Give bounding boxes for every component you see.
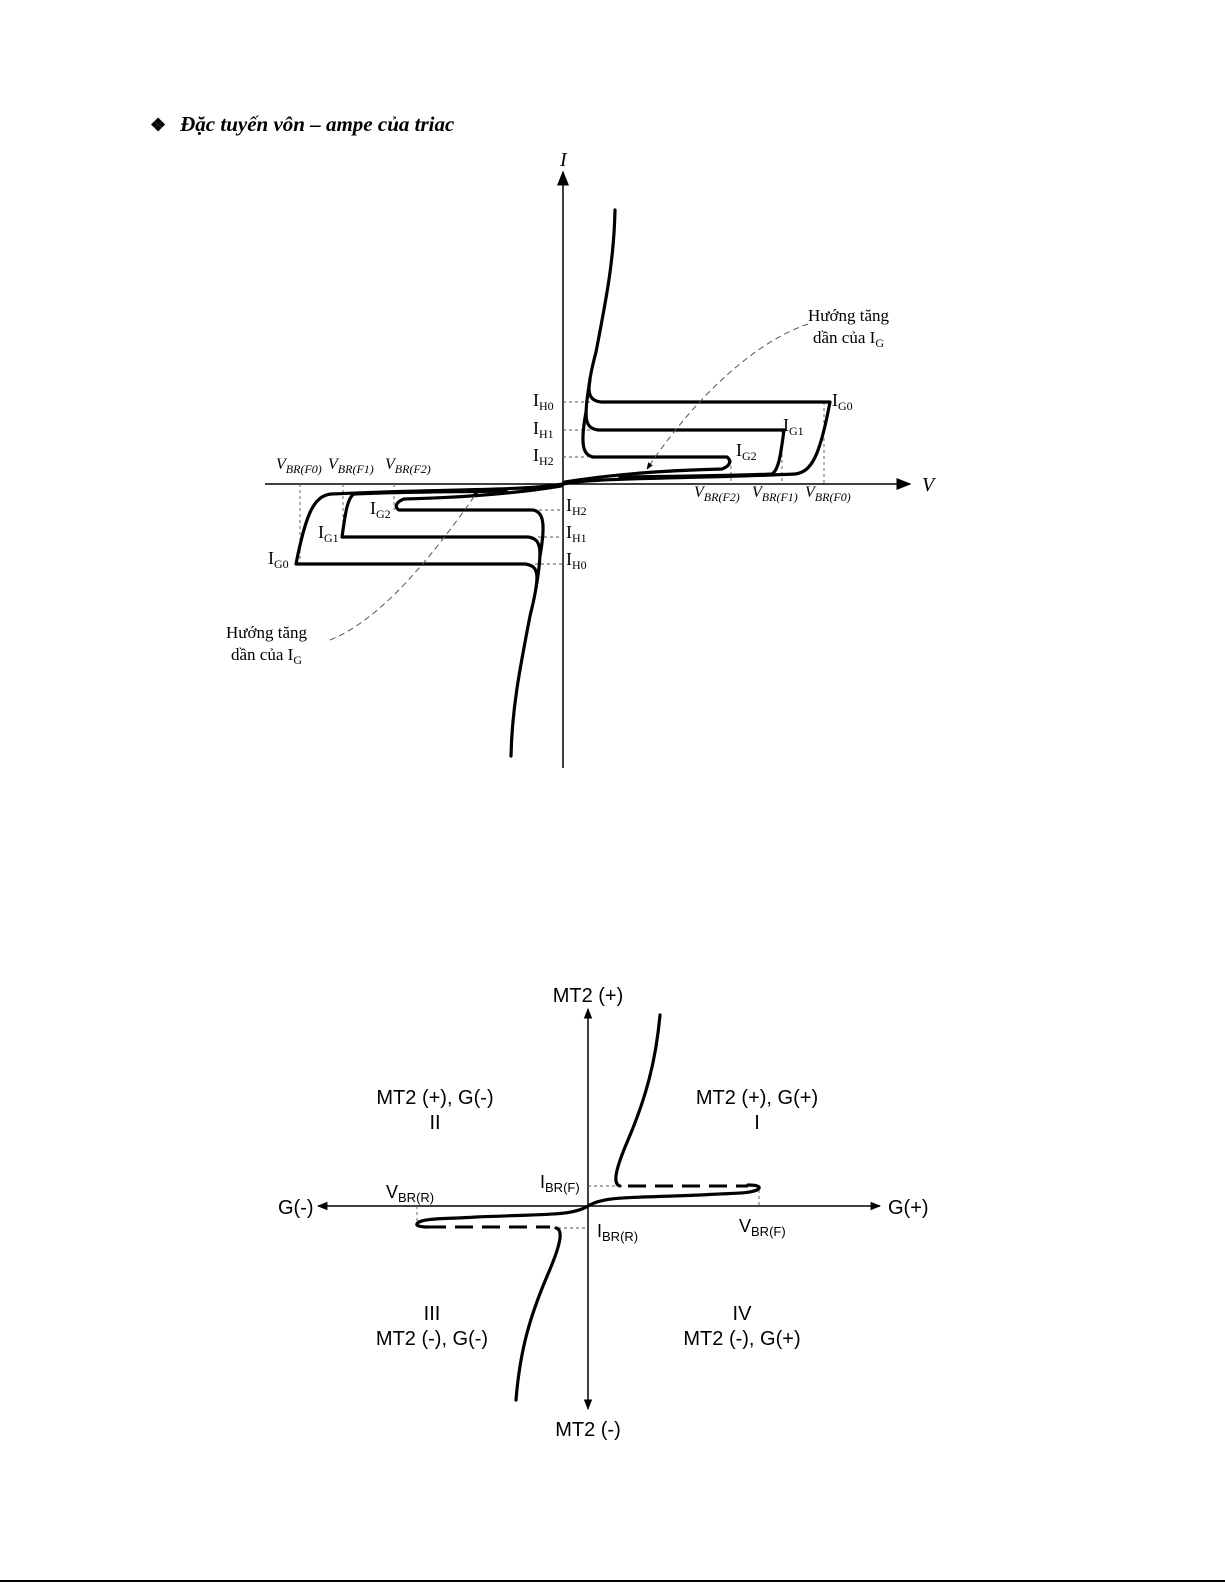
curve-ig2-forward (565, 412, 730, 482)
axis-v-label: V (922, 474, 937, 496)
label-ig0: IG0 (832, 390, 853, 413)
label-ig2: IG2 (736, 440, 757, 463)
label-ig0-neg: IG0 (268, 548, 289, 571)
quadrant-2-line2: II (429, 1112, 440, 1134)
label-vbr-f: VBR(F) (739, 1216, 786, 1239)
label-ih1-neg: IH1 (566, 522, 587, 545)
axis-i-label: I (559, 149, 568, 171)
label-ig2-neg: IG2 (370, 498, 391, 521)
page-bottom-rule (0, 1580, 1225, 1582)
curve-ig0-forward (563, 210, 830, 484)
label-vbr-f2: VBR(F2) (694, 484, 740, 504)
direction-label-right-line2: dần của IG (813, 328, 884, 350)
direction-label-left-line2: dần của IG (231, 645, 302, 667)
quadrant-1-line1: MT2 (+), G(+) (696, 1087, 818, 1109)
curve-ig2-reverse (396, 486, 561, 556)
direction-label-left-line1: Hướng tăng (226, 623, 307, 642)
g-plus-label: G(+) (888, 1197, 929, 1219)
curve-quadrant-3-on (516, 1228, 560, 1400)
curve-quadrant-1 (588, 1185, 759, 1206)
curve-quadrant-1-on (616, 1015, 660, 1186)
g-minus-label: G(-) (278, 1197, 314, 1219)
label-vbr-f0-neg: VBR(F0) (276, 456, 322, 476)
increasing-ig-arrow-right (647, 324, 808, 469)
label-ig1-neg: IG1 (318, 522, 339, 545)
quadrant-2-line1: MT2 (+), G(-) (376, 1087, 493, 1109)
quadrant-3-line2: MT2 (-), G(-) (376, 1328, 488, 1350)
quadrant-diagram: MT2 (+) MT2 (-) G(-) G(+) MT2 (+), G(+) … (278, 985, 929, 1441)
vi-characteristic-diagram: I V IH0 IH1 IH2 IH2 IH1 IH0 IG0 IG1 IG2 … (226, 149, 937, 768)
label-ih2: IH2 (533, 445, 554, 468)
mt2-minus-label: MT2 (-) (555, 1419, 621, 1441)
label-ig1: IG1 (783, 415, 804, 438)
mt2-plus-label: MT2 (+) (553, 985, 624, 1007)
curve-quadrant-3 (417, 1206, 588, 1227)
label-ih0-neg: IH0 (566, 549, 587, 572)
curve-ig0-reverse (296, 484, 563, 756)
label-vbr-f1-neg: VBR(F1) (328, 456, 374, 476)
quadrant-4-line2: MT2 (-), G(+) (683, 1328, 800, 1350)
label-ih0: IH0 (533, 390, 554, 413)
quadrant-3-line1: III (424, 1303, 441, 1325)
label-ibr-r: IBR(R) (597, 1221, 638, 1244)
label-vbr-f0: VBR(F0) (805, 484, 851, 504)
quadrant-4-line1: IV (733, 1303, 753, 1325)
direction-label-right-line1: Hướng tăng (808, 306, 889, 325)
label-ih2-neg: IH2 (566, 495, 587, 518)
label-ibr-f: IBR(F) (540, 1172, 580, 1195)
quadrant-1-line2: I (754, 1112, 760, 1134)
label-vbr-r: VBR(R) (386, 1182, 434, 1205)
label-vbr-f2-neg: VBR(F2) (385, 456, 431, 476)
label-vbr-f1: VBR(F1) (752, 484, 798, 504)
label-ih1: IH1 (533, 418, 554, 441)
